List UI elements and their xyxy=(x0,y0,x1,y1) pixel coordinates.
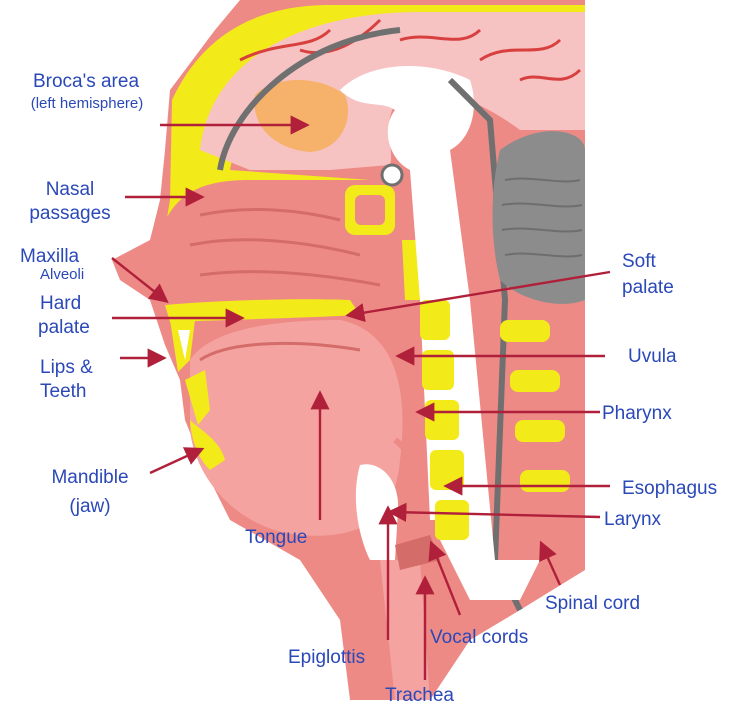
label-uvula: Uvula xyxy=(628,345,677,368)
label-epiglottis: Epiglottis xyxy=(288,646,365,669)
label-hard-palate: palate xyxy=(38,316,90,339)
label-jaw: (jaw) xyxy=(30,495,150,518)
sinus-inner xyxy=(355,195,385,225)
label-alveoli: Alveoli xyxy=(40,266,84,284)
label-passages: passages xyxy=(20,202,120,225)
label-trachea: Trachea xyxy=(385,684,454,707)
label-brocas-area: Broca's area xyxy=(16,70,156,93)
label-tongue: Tongue xyxy=(245,526,307,549)
label-teeth: Teeth xyxy=(40,380,86,403)
label-lips: Lips & xyxy=(40,356,93,379)
label-maxilla: Maxilla xyxy=(20,245,79,268)
label-pharynx: Pharynx xyxy=(602,402,672,425)
label-nasal: Nasal xyxy=(20,178,120,201)
label-soft-palate: palate xyxy=(622,276,674,299)
pituitary xyxy=(382,165,402,185)
label-soft: Soft xyxy=(622,250,656,273)
label-brocas-area-sub: (left hemisphere) xyxy=(8,95,166,113)
label-spinal-cord: Spinal cord xyxy=(545,592,640,615)
label-vocal-cords: Vocal cords xyxy=(430,626,528,649)
label-larynx: Larynx xyxy=(604,508,661,531)
label-esophagus: Esophagus xyxy=(622,477,717,500)
label-hard: Hard xyxy=(40,292,81,315)
label-mandible: Mandible xyxy=(30,466,150,489)
